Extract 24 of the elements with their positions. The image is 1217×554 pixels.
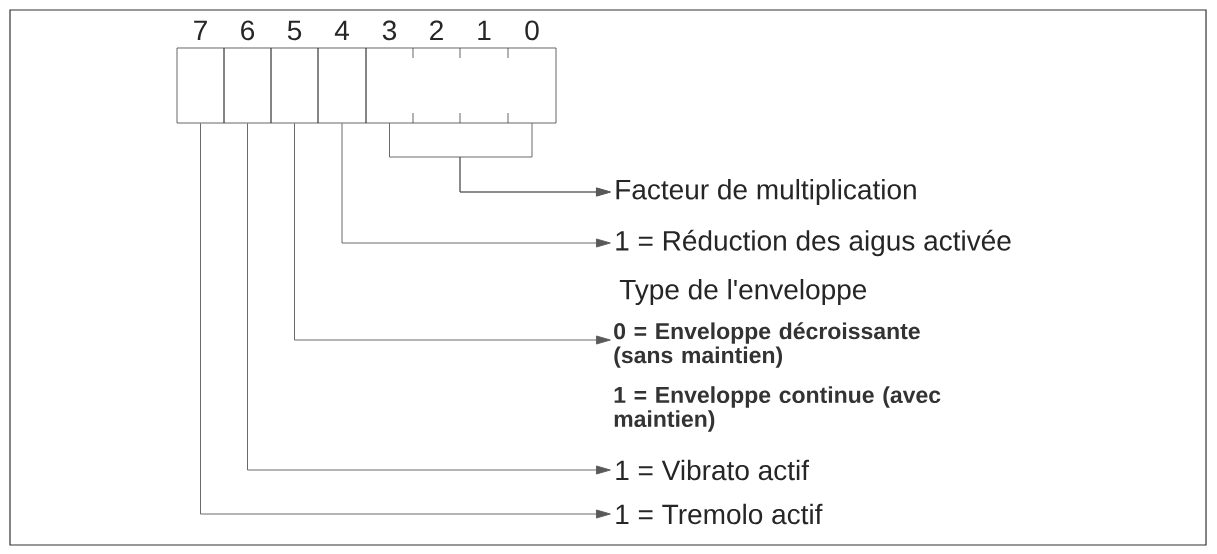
field-heading: Type de l'enveloppe (619, 278, 867, 306)
bit-cell: 7 (176, 20, 225, 124)
bit-cell: 4 (317, 20, 367, 124)
connector-arrow (247, 122, 611, 475)
connector-arrow (341, 122, 611, 248)
bit-description: 0 = Enveloppe décroissante (sans maintien) (614, 322, 920, 368)
connector-arrow (200, 122, 611, 519)
connector-arrow (294, 122, 611, 345)
bit-cell: 5 (270, 20, 319, 124)
node-label: 5 (287, 20, 302, 41)
node-label: 7 (194, 20, 207, 40)
bit-description: 1 = Tremolo actif (616, 503, 823, 525)
connector-arrow (459, 122, 611, 197)
bit-description: 1 = Vibrato actif (616, 459, 810, 481)
bit-cell: 3 (365, 20, 414, 124)
bit-cell: 1 (459, 20, 509, 124)
bit-cell: 2 (412, 20, 461, 124)
bit-cell: 6 (223, 20, 272, 124)
node-label: 4 (334, 20, 349, 40)
bit-description: Facteur de multiplication (616, 178, 916, 206)
bit-cell: 0 (507, 20, 557, 124)
bit-value-note: 1 = Enveloppe continue (avec maintien) (614, 386, 941, 432)
node-label: 6 (241, 20, 255, 41)
bit-description: 1 = Réduction des aigus activée (616, 229, 1011, 257)
